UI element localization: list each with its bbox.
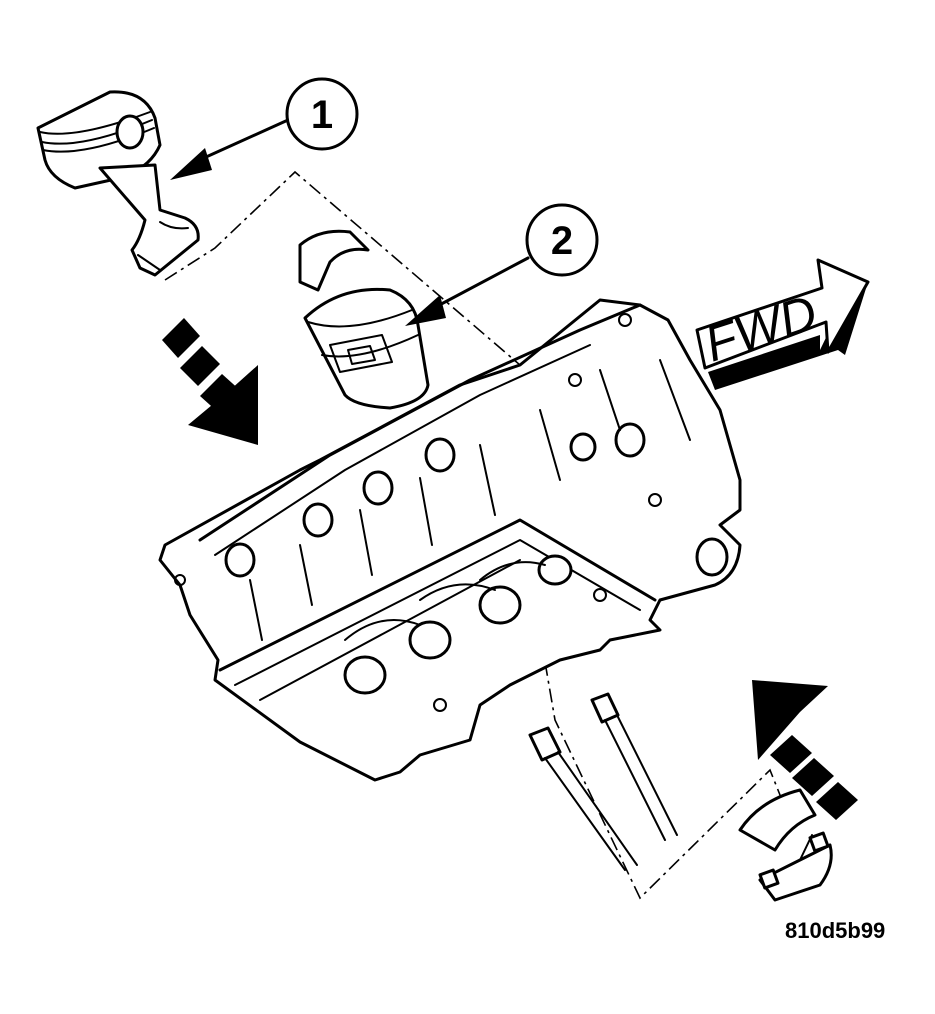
- bearing-and-lifter: [298, 229, 430, 410]
- callout-2: 2: [405, 203, 599, 326]
- assembly-path-lines: [164, 170, 791, 900]
- main-bearing-bolts: [528, 692, 678, 871]
- figure-code: 810d5b99: [785, 918, 885, 943]
- forward-direction-arrow: FWD: [695, 258, 870, 390]
- install-arrow-up: [752, 680, 858, 820]
- engine-block: [158, 298, 742, 782]
- callout-1-number: 1: [311, 93, 333, 137]
- install-arrow-down: [162, 318, 258, 445]
- callout-1: 1: [170, 77, 359, 180]
- callout-2-number: 2: [551, 219, 573, 263]
- piston-connecting-rod: [36, 90, 200, 277]
- main-bearing-cap: [738, 788, 833, 902]
